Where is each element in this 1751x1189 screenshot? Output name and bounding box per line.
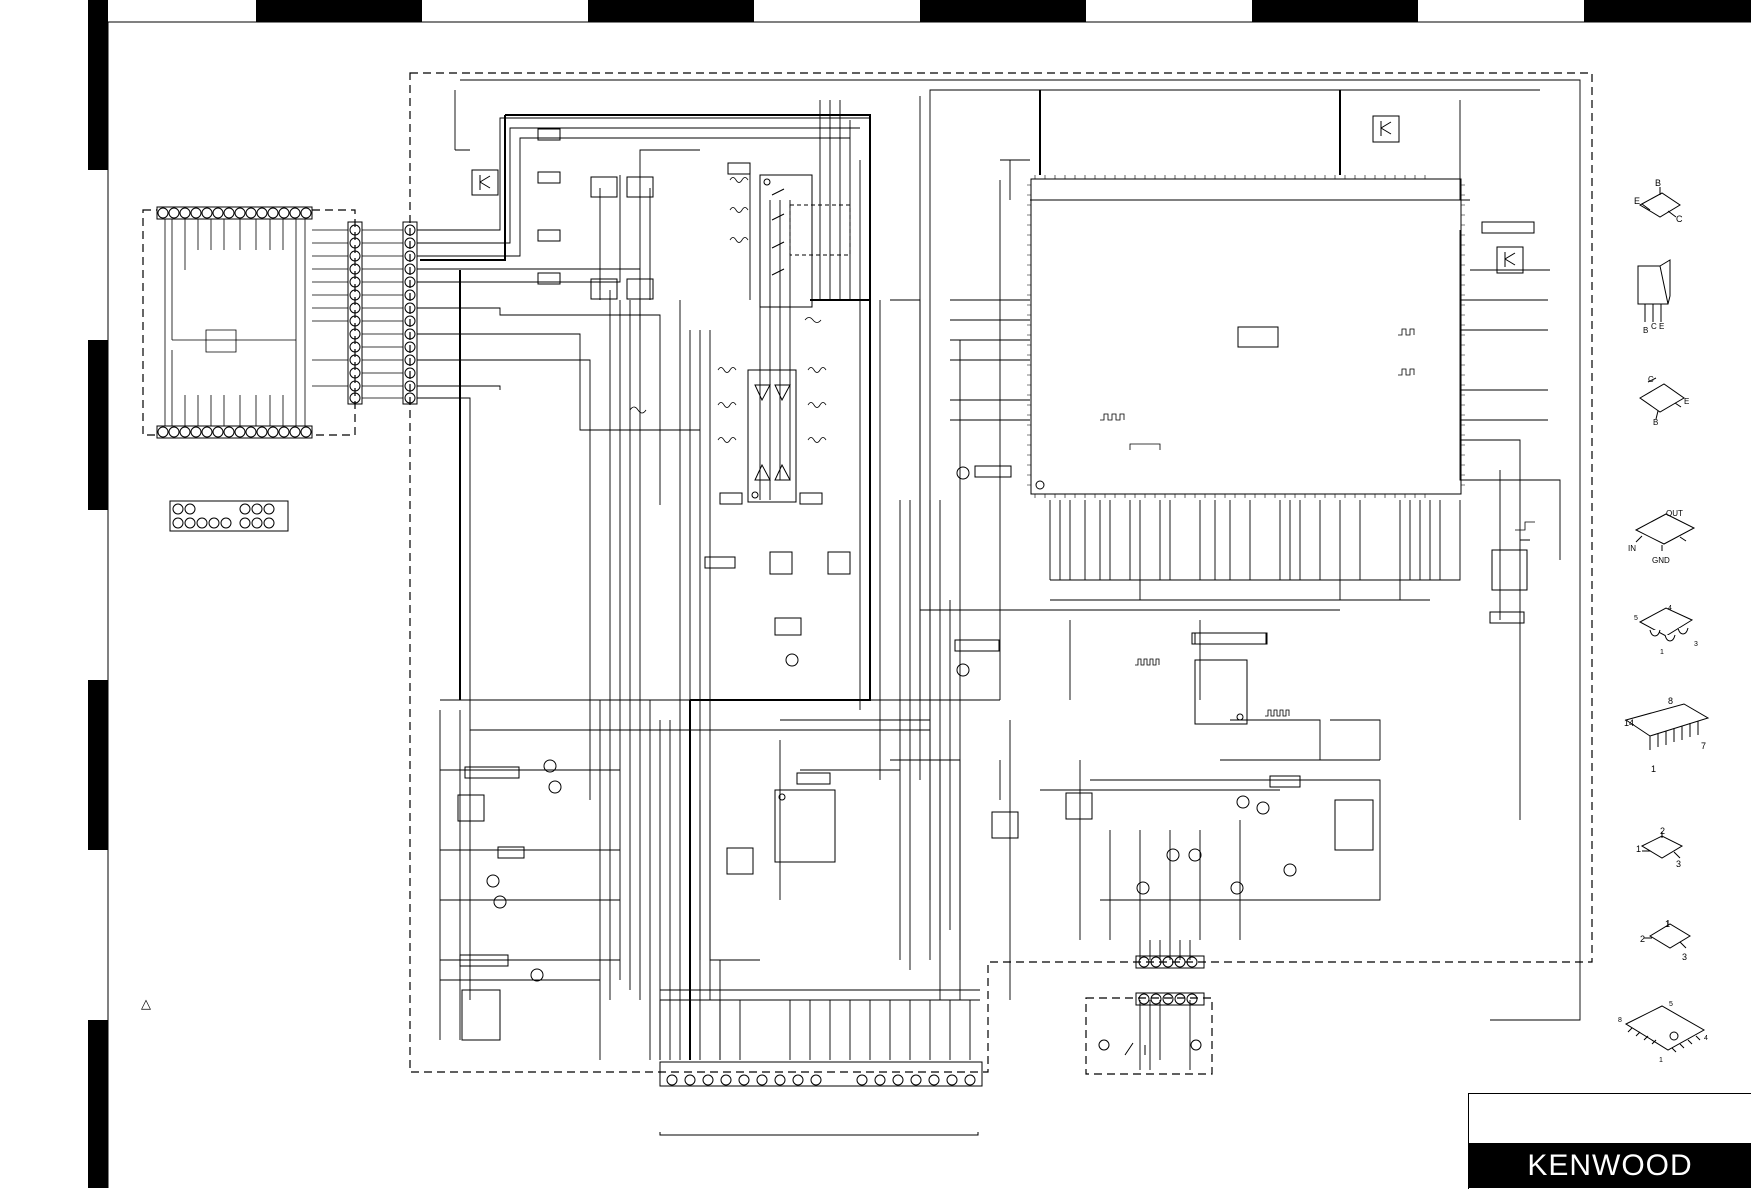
package-pin-label: E (1634, 196, 1640, 206)
wiring-bold (420, 90, 1341, 1060)
ic-analog-switch (759, 174, 851, 308)
package-outline-sot5: 4 5 3 1 (1634, 605, 1698, 656)
connector-vertical-strips (312, 221, 418, 405)
wiring (417, 79, 1581, 1070)
waveform-annotations (629, 177, 1535, 717)
package-outline-sot23-b: 1 2 3 (1640, 919, 1691, 962)
package-pin-label: 7 (1701, 741, 1706, 751)
package-outline-sot23-a: 2 1 3 (1636, 826, 1684, 869)
package-pin-label: C (1676, 214, 1683, 224)
title-block (1468, 1093, 1751, 1189)
ic-processor-mid (1194, 632, 1268, 725)
ic-main-controller (1027, 175, 1465, 498)
package-pin-label: E (1659, 322, 1664, 331)
package-pin-label: B (1655, 178, 1661, 188)
package-pin-label: 1 (1636, 844, 1641, 854)
package-pin-label: 3 (1682, 952, 1687, 962)
package-pin-label: 5 (1634, 615, 1638, 622)
package-pin-label: 8 (1668, 696, 1673, 706)
ic-op-amp (747, 369, 797, 503)
connector-bottom (659, 1061, 983, 1136)
package-pin-label: C (1651, 322, 1657, 331)
package-outline-to92: B C E (1637, 259, 1671, 335)
package-pin-label: 3 (1676, 859, 1681, 869)
package-pin-label: E (1684, 397, 1689, 406)
sheet-frame (88, 0, 1751, 1188)
package-pin-label: 4 (1704, 1035, 1708, 1042)
package-pin-label: 2 (1660, 826, 1665, 836)
package-outline-sot23: B E C (1634, 178, 1683, 224)
package-pin-label: 8 (1618, 1017, 1622, 1024)
connector-lower-right (1098, 955, 1205, 1056)
package-pin-label: 3 (1694, 641, 1698, 648)
package-pin-label: OUT (1666, 509, 1683, 518)
package-pin-label: IN (1628, 544, 1636, 553)
label-boxes (459, 128, 1535, 967)
package-outline-dip14: 14 8 1 7 (1624, 696, 1710, 774)
package-outline-so8: 5 8 1 4 (1618, 1001, 1708, 1064)
package-pin-label: 4 (1668, 605, 1672, 612)
package-pin-label: B (1653, 418, 1658, 427)
kenwood-logo: KENWOOD (1469, 1143, 1751, 1188)
connector-left-block (156, 206, 313, 439)
caution-symbol: △ (141, 996, 151, 1011)
package-pin-label: 5 (1669, 1001, 1673, 1008)
package-pin-label: 1 (1665, 919, 1670, 929)
ic-controller-lower (774, 772, 836, 863)
ic-regulator-right (1481, 221, 1535, 624)
package-pin-label: 2 (1640, 934, 1645, 944)
transistors (457, 115, 1524, 1041)
connector-small-strip (169, 500, 289, 532)
package-pin-label: 1 (1660, 649, 1664, 656)
package-outline-sot89: C B E (1639, 375, 1689, 427)
board-outline (142, 72, 1593, 1075)
package-pin-label: 1 (1651, 764, 1656, 774)
package-outline-regulator: OUT IN GND (1628, 509, 1696, 565)
package-pin-label: B (1643, 326, 1648, 335)
package-pin-label: C (1648, 375, 1654, 384)
package-pin-label: 1 (1659, 1057, 1663, 1064)
package-pin-label: 14 (1624, 718, 1634, 728)
package-pin-label: GND (1652, 556, 1670, 565)
